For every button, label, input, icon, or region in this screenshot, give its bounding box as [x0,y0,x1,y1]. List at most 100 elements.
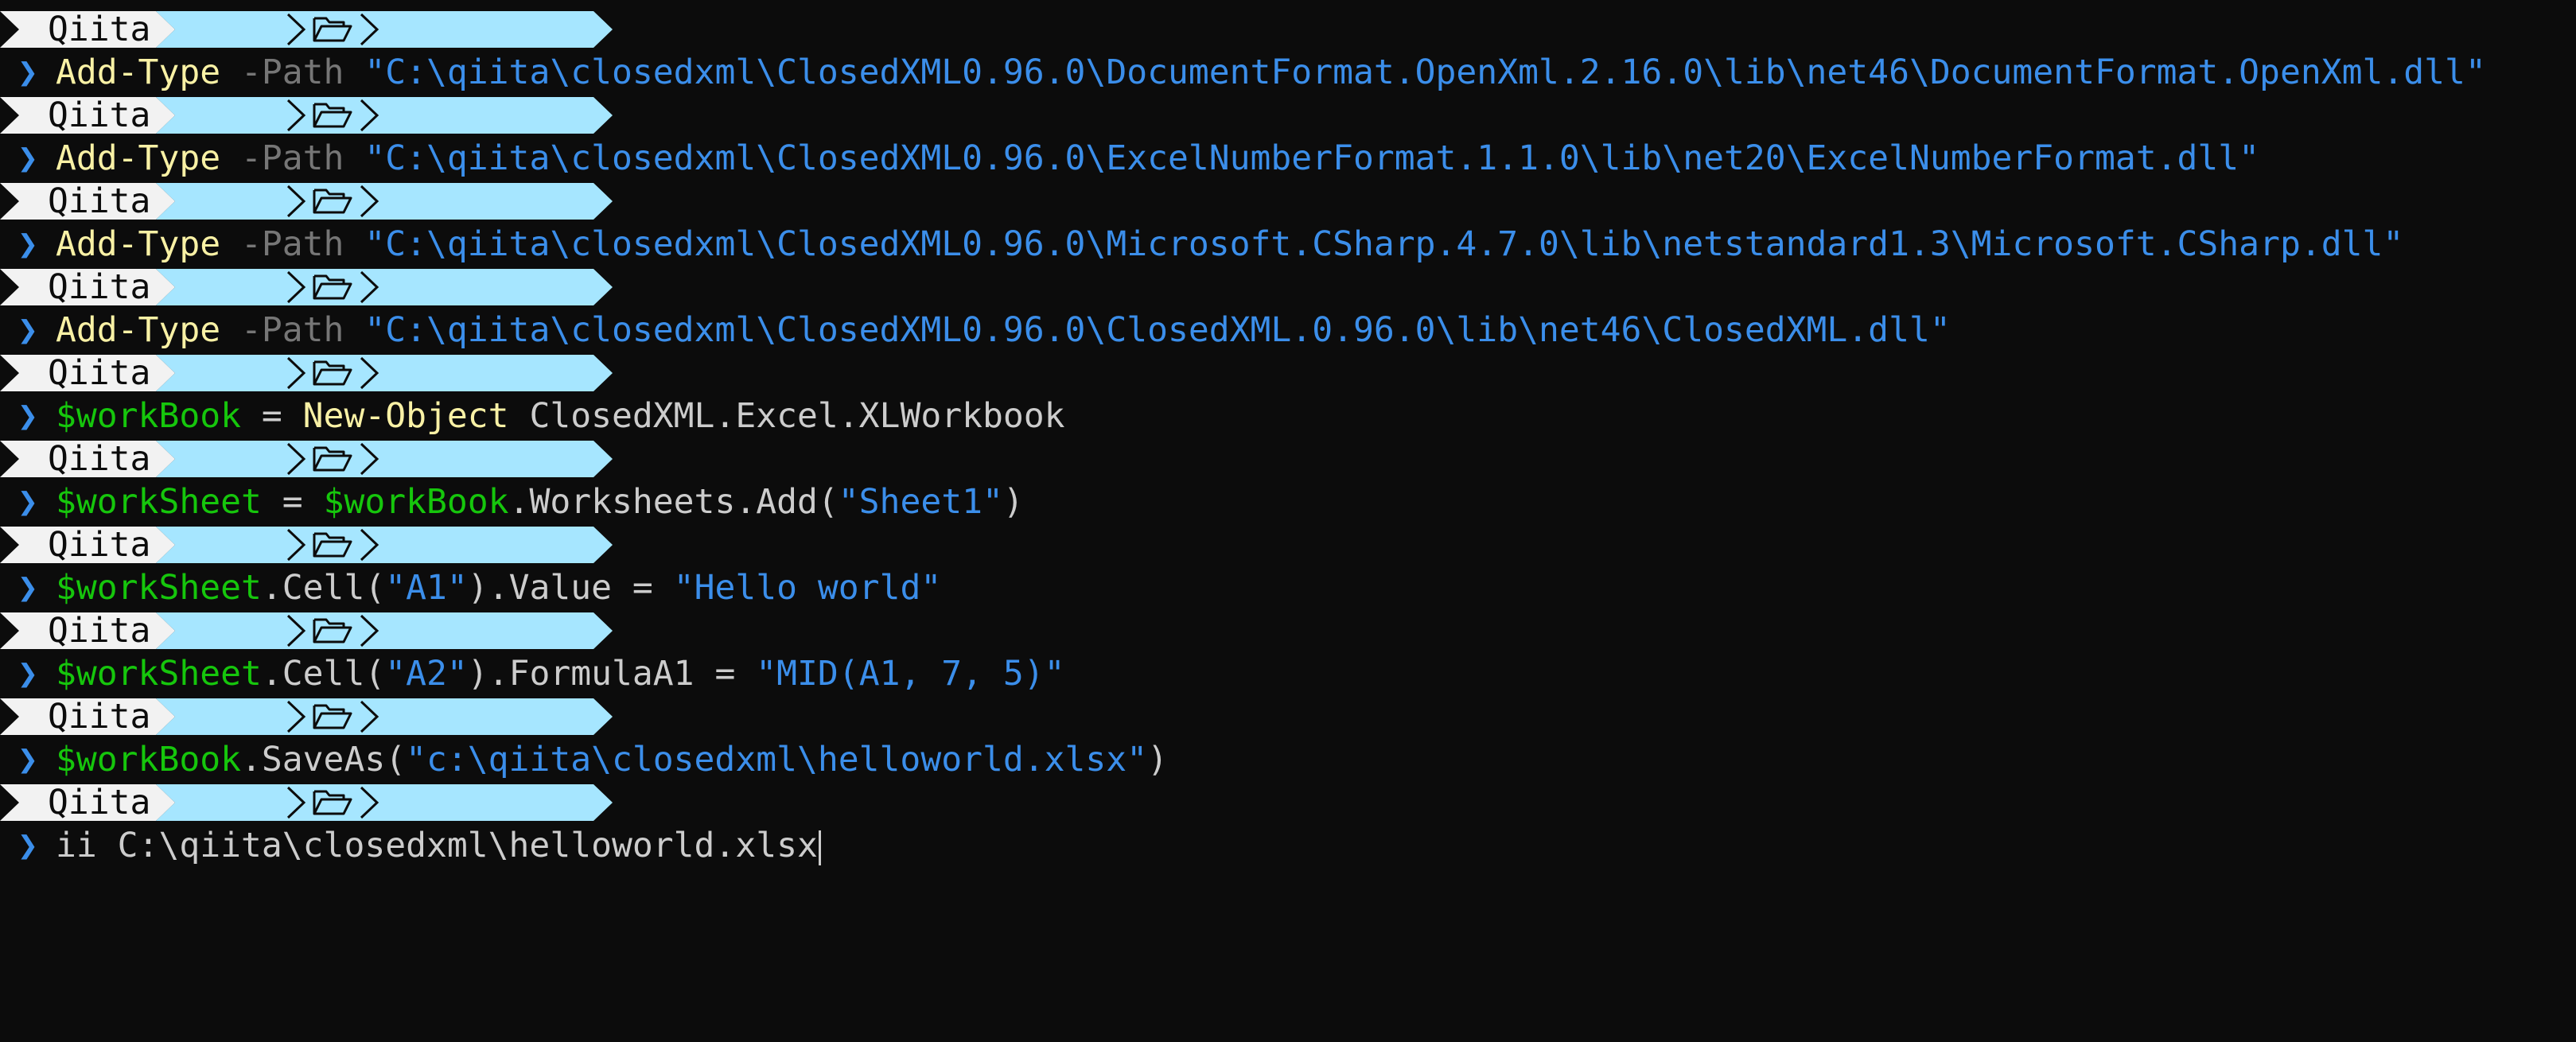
folder-open-icon [313,274,352,300]
command-name: Add-Type [56,52,221,92]
command-line[interactable]: ❯ $workBook.SaveAs("c:\qiita\closedxml\he… [0,738,2576,781]
prompt-path-segment: C: closedxml [156,183,613,220]
command-variable: $workSheet [56,482,262,522]
folder-open-icon [313,618,352,643]
chevron-separator-icon [360,13,379,46]
prompt-line: Qiita C: closedxml [0,695,2576,738]
folder-open-icon [313,532,352,558]
prompt-user-segment: Qiita [0,355,175,391]
prompt-chevron-icon: ❯ [18,740,38,780]
command-member: ) [1147,740,1168,780]
command-line[interactable]: ❯Add-Type -Path "C:\qiita\closedxml\Clos… [0,51,2576,94]
prompt-chevron-icon: ❯ [18,224,38,264]
prompt-user: Qiita [48,525,151,565]
command-input-line[interactable]: ❯ii C:\qiita\closedxml\helloworld.xlsx [0,824,2576,867]
command-line[interactable]: ❯$workSheet = $workBook.Worksheets.Add("… [0,480,2576,523]
text-cursor [818,830,821,865]
prompt-directory: closedxml [395,880,580,920]
prompt-user-segment: Qiita [0,269,175,305]
command-line[interactable]: ❯$workSheet.Cell("A2").FormulaA1 = "MID(… [0,652,2576,695]
prompt-user-segment: Qiita [0,11,175,48]
command-argument: "C:\qiita\closedxml\ClosedXML0.96.0\Micr… [364,224,2404,264]
command-variable: $workBook [56,396,241,436]
command-line[interactable]: ❯Add-Type -Path "C:\qiita\closedxml\Clos… [0,309,2576,352]
command-line[interactable]: ❯$workSheet.Cell("A1").Value = "Hello wo… [0,566,2576,609]
chevron-separator-icon [360,614,379,647]
chevron-separator-icon [360,528,379,562]
command-member: .Worksheets.Add( [508,482,839,522]
prompt-user-segment: Qiita [0,784,175,821]
command-string: "A1" [385,568,468,608]
prompt-line: Qiita C: closedxml [0,437,2576,480]
prompt-user: Qiita [48,95,151,135]
command-string: "Hello world" [673,568,942,608]
terminal-window[interactable]: Qiita C: closedxml ❯Add-Type -Path "C:\q… [0,0,2576,889]
prompt-user-segment: Qiita [0,698,175,735]
prompt-user-segment: Qiita [0,441,175,477]
chevron-separator-icon [286,185,306,218]
chevron-separator-icon [360,786,379,819]
prompt-user: Qiita [48,10,151,49]
prompt-line: Qiita C: closedxml [0,266,2576,309]
command-operator: = [694,654,757,694]
prompt-chevron-icon: ❯ [18,310,38,350]
command-string: "A2" [385,654,468,694]
command-member: ).Value [467,568,613,608]
prompt-user-segment: Qiita [0,527,175,563]
command-member: .Cell( [261,654,386,694]
chevron-separator-icon [360,442,379,476]
command-member: ).FormulaA1 [467,654,695,694]
prompt-path-segment: C: closedxml [156,784,613,821]
command-argument: C:\qiita\closedxml\helloworld.xlsx [96,826,818,865]
command-line[interactable]: ❯Add-Type -Path "C:\qiita\closedxml\Clos… [0,223,2576,266]
folder-open-icon [313,103,352,128]
chevron-separator-icon [286,270,306,304]
command-operator: = [612,568,674,608]
prompt-chevron-icon: ❯ [18,482,38,522]
folder-open-icon [313,704,352,729]
chevron-separator-icon [286,700,306,733]
command-name: Add-Type [56,224,221,264]
folder-open-icon [313,790,352,815]
chevron-separator-icon [360,700,379,733]
prompt-user: Qiita [48,267,151,307]
command-member: ) [1002,482,1024,522]
prompt-user: Qiita [48,181,151,221]
chevron-separator-icon [360,356,379,390]
prompt-line: Qiita C: closedxml [0,609,2576,652]
command-line[interactable]: ❯$workBook = New-Object ClosedXML.Excel.… [0,395,2576,437]
prompt-chevron-icon: ❯ [18,52,38,92]
prompt-path-segment: C: closedxml [156,11,613,48]
command-operator: = [241,396,303,436]
prompt-line: Qiita C: closedxml [0,781,2576,824]
prompt-user: Qiita [48,611,151,651]
prompt-chevron-icon: ❯ [18,396,38,436]
prompt-user-segment: Qiita [0,183,175,220]
command-line[interactable]: ❯Add-Type -Path "C:\qiita\closedxml\Clos… [0,137,2576,180]
prompt-line: Qiita C: closedxml [0,94,2576,137]
folder-open-icon [313,189,352,214]
chevron-separator-icon [360,185,379,218]
command-name: Add-Type [56,310,221,350]
folder-open-icon [313,360,352,386]
prompt-user: Qiita [48,439,151,479]
chevron-separator-icon [286,13,306,46]
command-argument: "C:\qiita\closedxml\ClosedXML0.96.0\Clos… [364,310,1951,350]
prompt-path-segment: C: closedxml [156,269,613,305]
command-name: ii [56,826,97,865]
command-variable: $workBook [56,740,241,780]
command-member: .SaveAs( [241,740,407,780]
prompt-chevron-icon: ❯ [18,568,38,608]
prompt-line: Qiita C: closedxml [0,180,2576,223]
prompt-path-segment: C: closedxml [156,612,613,649]
chevron-separator-icon [286,356,306,390]
command-name: New-Object [302,396,509,436]
command-variable: $workSheet [56,568,262,608]
folder-open-icon [313,17,352,42]
command-name: Add-Type [56,138,221,178]
command-string: "c:\qiita\closedxml\helloworld.xlsx" [406,740,1148,780]
chevron-separator-icon [286,442,306,476]
prompt-user: Qiita [48,697,151,737]
chevron-separator-icon [286,528,306,562]
prompt-user: Qiita [48,353,151,393]
